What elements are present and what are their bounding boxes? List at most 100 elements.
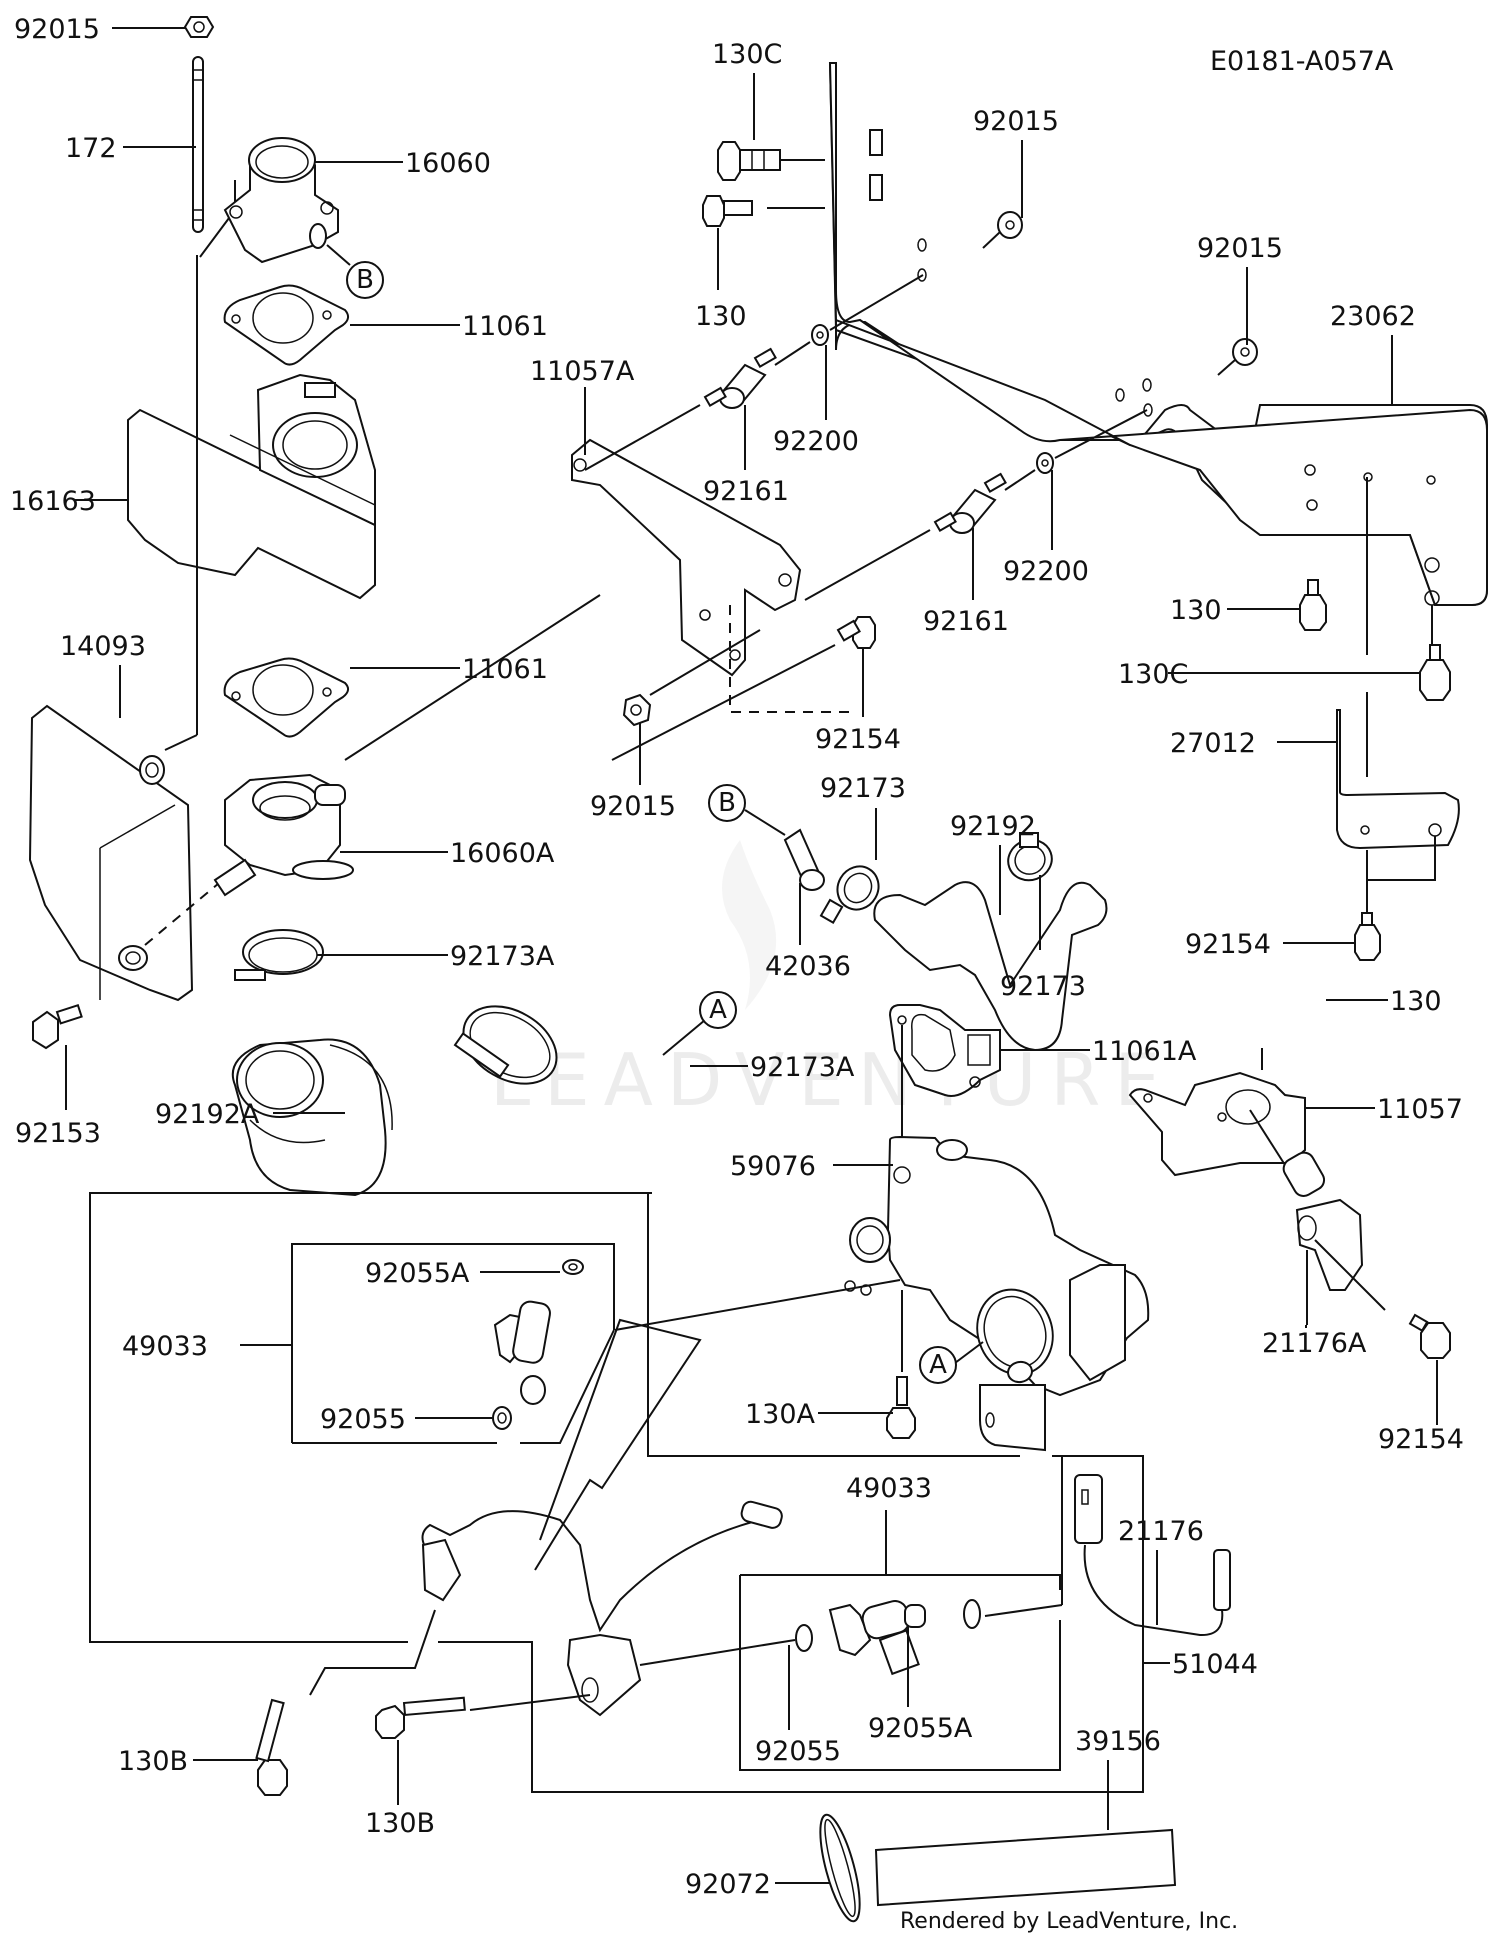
- callout-92173A[interactable]: 92173A: [450, 941, 555, 972]
- callout-92072[interactable]: 92072: [685, 1869, 771, 1900]
- part-92200-washer-b[interactable]: [1036, 452, 1054, 474]
- callout-92055[interactable]: 92055: [320, 1404, 406, 1435]
- part-92161-spacer-b[interactable]: [933, 472, 1007, 534]
- part-92055A-oring-upper[interactable]: [562, 1259, 584, 1275]
- callout-130B[interactable]: 130B: [118, 1746, 188, 1777]
- callout-92173A[interactable]: 92173A: [750, 1052, 855, 1083]
- part-23062-plate[interactable]: [828, 62, 1488, 606]
- part-92192-hose[interactable]: [873, 881, 1108, 1052]
- part-59076-manifold[interactable]: [844, 1135, 1150, 1452]
- callout-11061[interactable]: 11061: [462, 654, 548, 685]
- callout-42036[interactable]: 42036: [765, 951, 851, 982]
- part-92055-oring-upper[interactable]: [492, 1406, 512, 1430]
- callout-49033[interactable]: 49033: [846, 1473, 932, 1504]
- callout-92154[interactable]: 92154: [1185, 929, 1271, 960]
- callout-92015[interactable]: 92015: [14, 14, 100, 45]
- callout-92154[interactable]: 92154: [815, 724, 901, 755]
- callout-92055A[interactable]: 92055A: [365, 1258, 470, 1289]
- callout-130[interactable]: 130: [695, 301, 747, 332]
- part-51044-fuel-rail[interactable]: [421, 1500, 784, 1717]
- part-11057-bracket[interactable]: [1128, 1071, 1306, 1177]
- callout-21176[interactable]: 21176: [1118, 1516, 1204, 1547]
- callout-172[interactable]: 172: [65, 133, 117, 164]
- part-92055-oring-lower[interactable]: [795, 1624, 813, 1652]
- callout-11061A[interactable]: 11061A: [1092, 1036, 1197, 1067]
- callout-11057A[interactable]: 11057A: [530, 356, 635, 387]
- part-130B-bolt-left[interactable]: [255, 1698, 288, 1796]
- callout-11057[interactable]: 11057: [1377, 1094, 1463, 1125]
- part-130-bolt-right[interactable]: [1299, 579, 1327, 631]
- callout-92173[interactable]: 92173: [1000, 971, 1086, 1002]
- callout-92015[interactable]: 92015: [590, 791, 676, 822]
- part-130A-bolt[interactable]: [886, 1376, 916, 1439]
- part-92015-nut-low[interactable]: [622, 693, 652, 727]
- part-92015-nut-top[interactable]: [183, 16, 215, 38]
- part-27012-bracket[interactable]: [1336, 709, 1460, 850]
- callout-23062[interactable]: 23062: [1330, 301, 1416, 332]
- part-92154-bolt-mid[interactable]: [836, 616, 876, 649]
- callout-16060[interactable]: 16060: [405, 148, 491, 179]
- callout-130C[interactable]: 130C: [712, 39, 782, 70]
- part-21176A-sensor[interactable]: [1280, 1149, 1364, 1291]
- callout-92173[interactable]: 92173: [820, 773, 906, 804]
- callout-92154[interactable]: 92154: [1378, 1424, 1464, 1455]
- callout-16163[interactable]: 16163: [10, 486, 96, 517]
- callout-92161[interactable]: 92161: [703, 476, 789, 507]
- callout-51044[interactable]: 51044: [1172, 1649, 1258, 1680]
- part-92173-clamp-b[interactable]: [1002, 832, 1057, 886]
- callout-92015[interactable]: 92015: [1197, 233, 1283, 264]
- part-14093-cover[interactable]: [28, 704, 194, 1002]
- part-92154-bolt-right[interactable]: [1354, 912, 1381, 961]
- callout-14093[interactable]: 14093: [60, 631, 146, 662]
- callout-130A[interactable]: 130A: [745, 1399, 816, 1430]
- callout-92055A[interactable]: 92055A: [868, 1713, 973, 1744]
- part-11061-gasket-top[interactable]: [223, 284, 349, 366]
- part-92015-nut-plate-a[interactable]: [997, 211, 1023, 239]
- callout-49033[interactable]: 49033: [122, 1331, 208, 1362]
- part-130C-bolt-right[interactable]: [1419, 644, 1451, 701]
- part-92154-bolt-low[interactable]: [1408, 1313, 1451, 1359]
- part-92055A-oring-lower[interactable]: [963, 1599, 981, 1629]
- callout-16060A[interactable]: 16060A: [450, 838, 555, 869]
- part-49033-injector-upper[interactable]: [493, 1300, 552, 1405]
- callout-130B[interactable]: 130B: [365, 1808, 435, 1839]
- part-92161-spacer-a[interactable]: [703, 347, 777, 409]
- part-16163-throttle-body[interactable]: [127, 373, 376, 600]
- part-92015-nut-plate-b[interactable]: [1232, 338, 1258, 366]
- part-92072-clamp[interactable]: [812, 1811, 868, 1924]
- callout-92015[interactable]: 92015: [973, 106, 1059, 137]
- part-130B-bolt-right[interactable]: [375, 1696, 466, 1739]
- callout-92055[interactable]: 92055: [755, 1736, 841, 1767]
- part-130-bolt-top[interactable]: [702, 195, 753, 227]
- part-21176-sensor-harness[interactable]: [1074, 1474, 1231, 1637]
- callout-130[interactable]: 130: [1170, 595, 1222, 626]
- callout-92200[interactable]: 92200: [1003, 556, 1089, 587]
- part-39156-tube[interactable]: [874, 1828, 1177, 1907]
- part-16060A-fitting[interactable]: [213, 773, 354, 897]
- callout-59076[interactable]: 59076: [730, 1151, 816, 1182]
- callout-21176A[interactable]: 21176A: [1262, 1328, 1367, 1359]
- callout-27012[interactable]: 27012: [1170, 728, 1256, 759]
- part-92200-washer-a[interactable]: [811, 324, 829, 346]
- part-92192A-duct[interactable]: [231, 1038, 393, 1197]
- callout-92192A[interactable]: 92192A: [155, 1099, 260, 1130]
- part-92153-bolt[interactable]: [32, 1003, 83, 1050]
- callout-92161[interactable]: 92161: [923, 606, 1009, 637]
- part-16060-fitting[interactable]: [223, 137, 339, 264]
- callout-130[interactable]: 130: [1390, 986, 1442, 1017]
- callout-11061[interactable]: 11061: [462, 311, 548, 342]
- callout-39156[interactable]: 39156: [1075, 1726, 1161, 1757]
- part-92173-clamp-a[interactable]: [819, 859, 886, 924]
- part-92173A-clamp-center[interactable]: [450, 991, 571, 1100]
- callout-130C[interactable]: 130C: [1118, 659, 1188, 690]
- part-92173A-clamp-left[interactable]: [234, 929, 324, 981]
- part-49033-injector-lower[interactable]: [828, 1598, 926, 1676]
- part-11061-gasket-mid[interactable]: [223, 657, 349, 738]
- part-172-stud[interactable]: [192, 56, 204, 233]
- callout-92153[interactable]: 92153: [15, 1118, 101, 1149]
- part-11057A-bracket[interactable]: [571, 438, 802, 677]
- callout-92192[interactable]: 92192: [950, 811, 1036, 842]
- part-130C-bolt-top[interactable]: [717, 141, 781, 181]
- part-42036-nipple[interactable]: [783, 828, 825, 891]
- callout-92200[interactable]: 92200: [773, 426, 859, 457]
